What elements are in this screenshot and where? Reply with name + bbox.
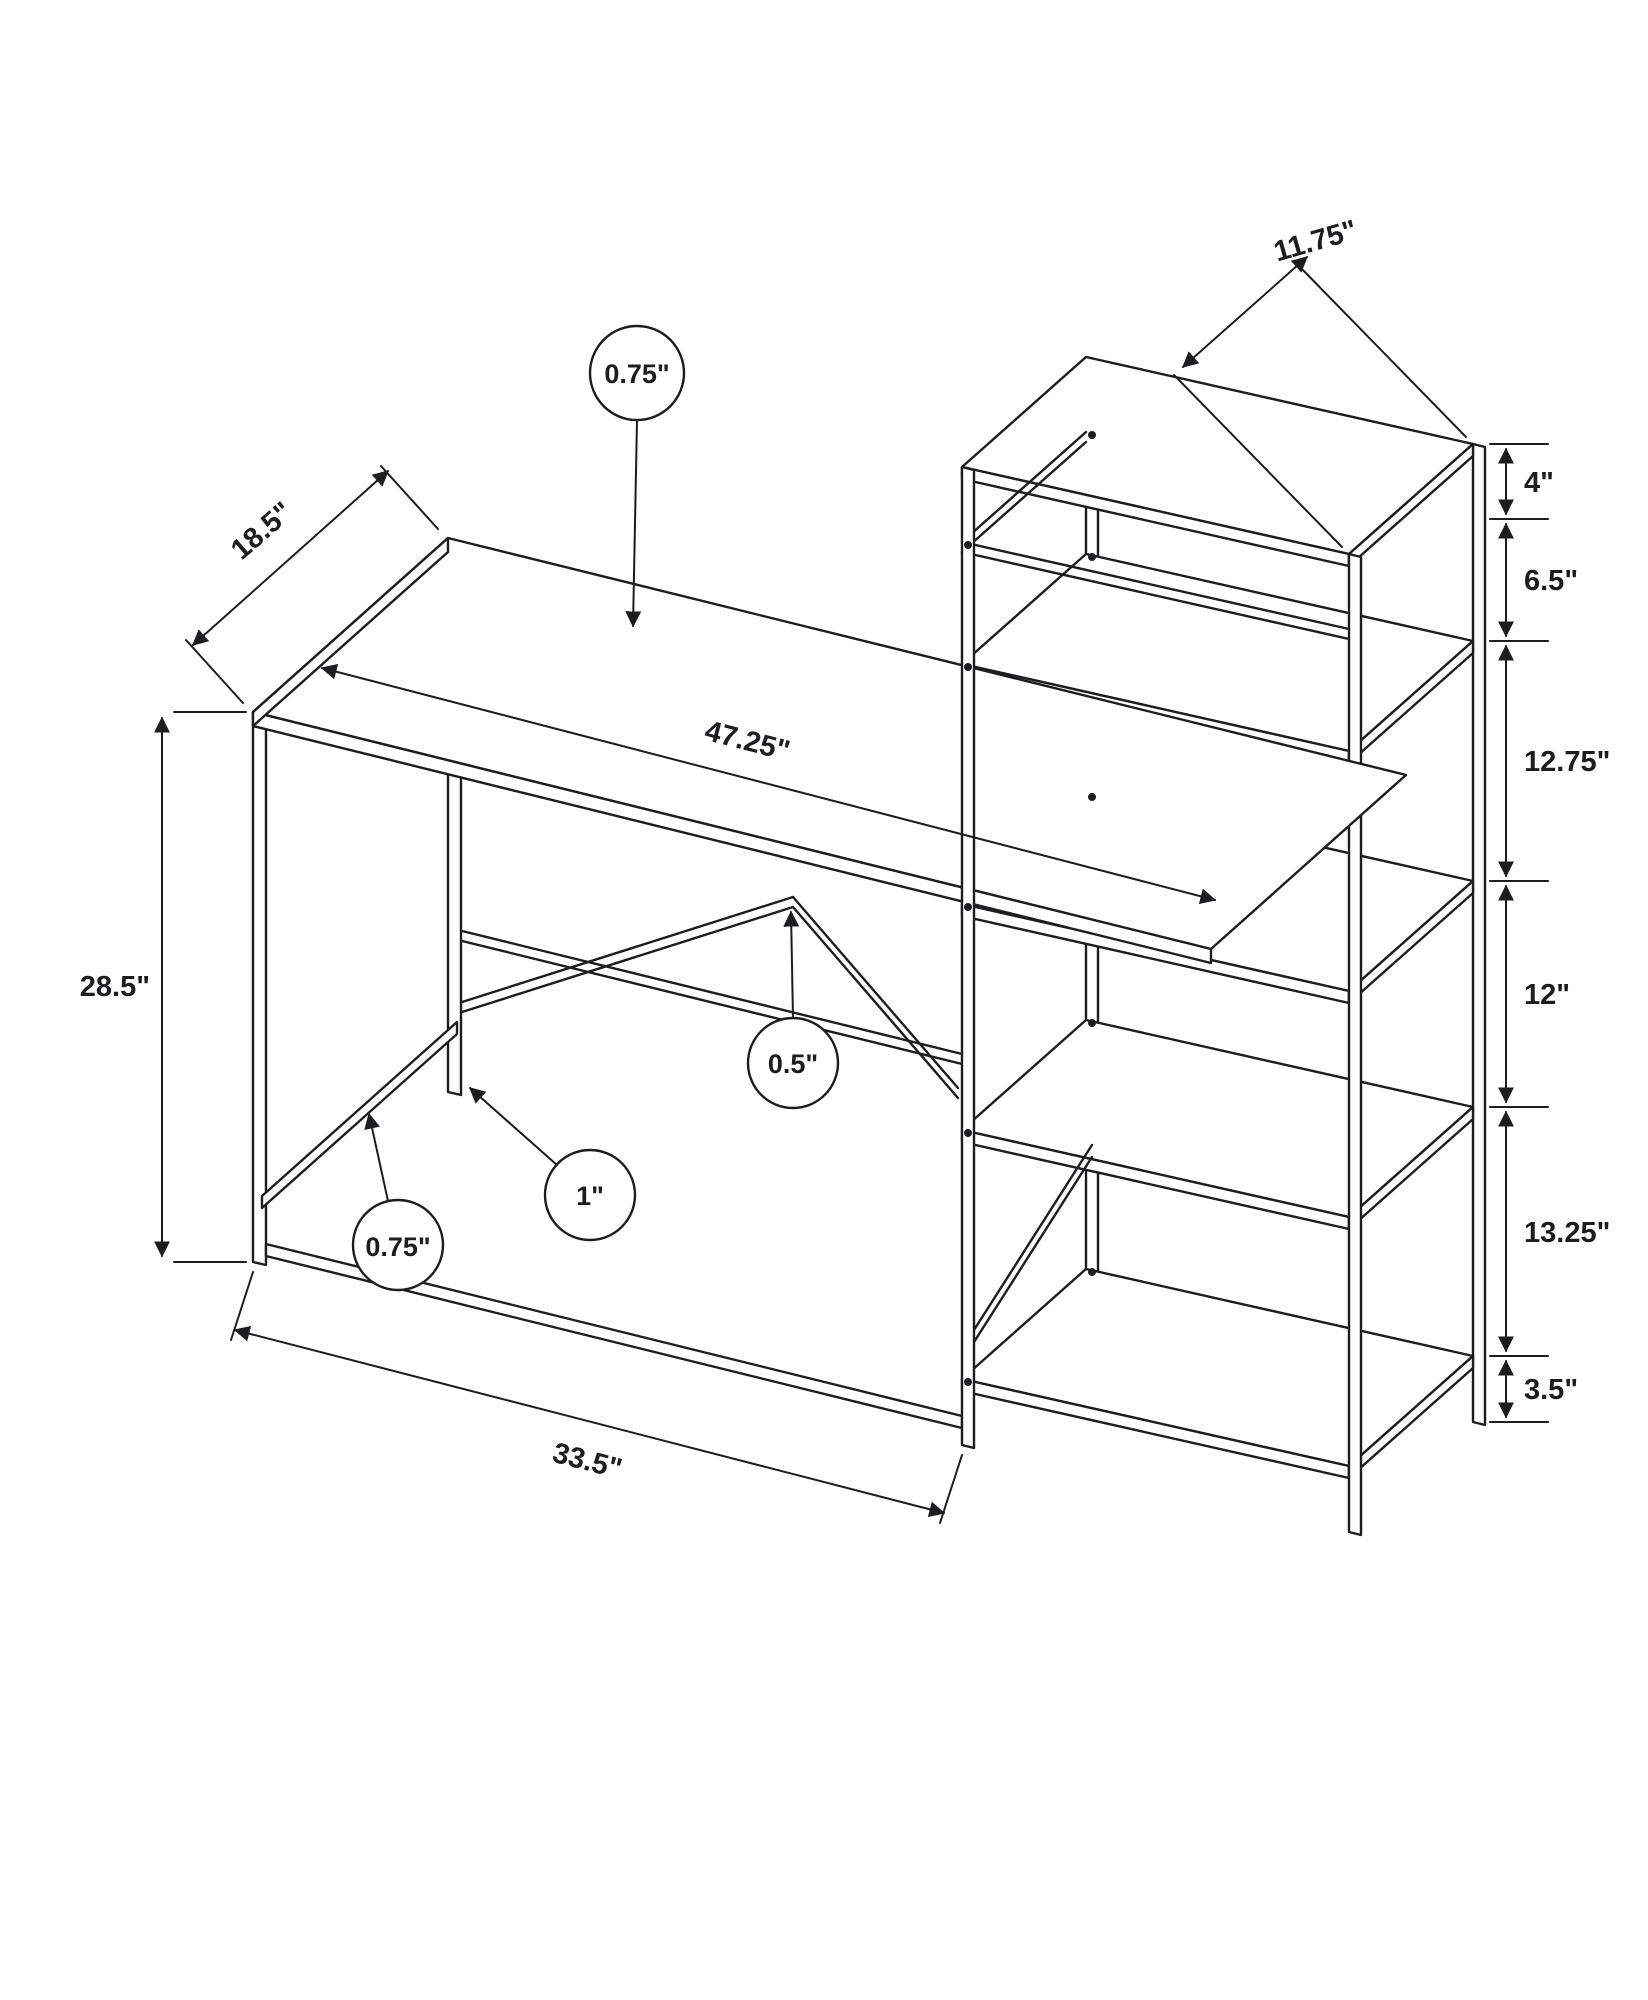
dim-label-gap-3: 12.75" [1524,746,1610,778]
dim-label-base-depth: 33.5" [549,1437,625,1486]
dim-brace-thickness: 0.5" [746,910,840,1110]
shelf-tower [960,355,1487,1537]
dim-label-leg-thickness: 0.75" [365,1232,430,1262]
tower-diagonal-brace [972,1143,1094,1344]
dim-leg-thickness: 0.75" [351,1112,445,1292]
dim-desk-height: 28.5" [80,711,247,1263]
dim-chain-ticks [1489,443,1549,1423]
tower-upper-rails [960,430,1351,641]
shelf-board-4 [960,1018,1475,1231]
dim-label-gap-5: 13.25" [1524,1217,1610,1249]
tower-post-front-left [960,465,976,1450]
leader-circle-leg-thickness [351,1198,445,1292]
desk-side-stretcher [260,1020,459,1210]
leader-circle-leg-width [543,1148,637,1242]
dim-label-brace-thickness: 0.5" [768,1049,818,1079]
desk-apron-rail [456,928,964,1066]
dim-label-gap-2: 6.5" [1524,565,1578,597]
dim-label-leg-width: 1" [576,1181,604,1211]
dim-label-gap-4: 12" [1524,979,1570,1011]
tower-post-front-right [1347,552,1363,1537]
dim-label-desk-depth: 18.5" [225,496,299,566]
shelf-board-bottom [960,1267,1475,1480]
tower-post-back-right [1471,442,1487,1427]
dim-leg-width: 1" [469,1087,637,1242]
shelf-board-top [960,355,1475,568]
dim-label-gap-top: 4" [1524,467,1554,499]
dim-shelf-spacing-chain: 4" 6.5" 12.75" 12" 13.25" 3.5" [1489,443,1610,1423]
dim-label-gap-bottom: 3.5" [1524,1374,1578,1406]
dim-desktop-thickness: 0.75" [588,324,686,628]
desk-v-brace [460,895,960,1100]
dim-label-desktop-thickness: 0.75" [604,359,669,389]
desk-leg-front-left [251,724,268,1267]
dim-label-desk-height: 28.5" [80,971,150,1003]
dim-label-shelf-depth: 11.75" [1270,214,1360,268]
